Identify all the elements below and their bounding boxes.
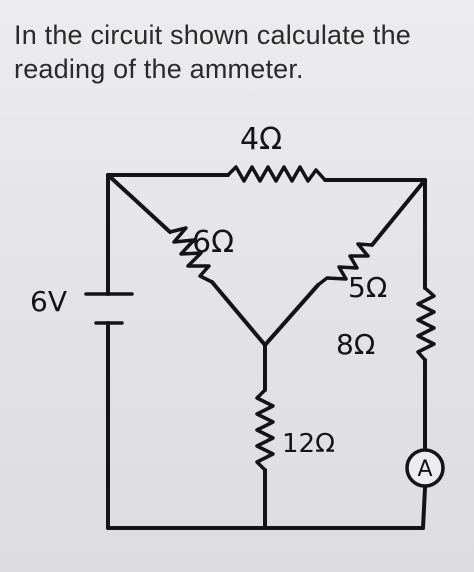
wire-left-diag-lower — [210, 280, 267, 347]
resistor-center-zigzag — [255, 388, 275, 472]
label-battery: 6V — [30, 285, 67, 318]
ammeter-circle — [405, 448, 445, 488]
wire-left-diag-upper — [106, 173, 172, 234]
resistor-right-diag-zigzag — [316, 242, 374, 287]
resistor-left-diag-zigzag — [168, 226, 214, 284]
label-right-side-resistor: 8Ω — [336, 328, 375, 361]
label-center-resistor: 12Ω — [282, 429, 335, 459]
question-text: In the circuit shown calculate the readi… — [14, 20, 412, 84]
wire-right-diag-lower — [263, 283, 320, 347]
wire-right-diag-upper — [370, 178, 427, 247]
label-left-diag-resistor: 6Ω — [192, 225, 234, 260]
label-top-resistor: 4Ω — [240, 122, 282, 157]
resistor-right-side-zigzag — [416, 286, 436, 362]
ammeter-symbol: A — [417, 457, 432, 482]
label-right-diag-resistor: 5Ω — [348, 271, 387, 304]
wire-right-lower — [421, 486, 427, 530]
ammeter: A — [405, 448, 445, 488]
resistor-top-zigzag — [226, 165, 327, 183]
